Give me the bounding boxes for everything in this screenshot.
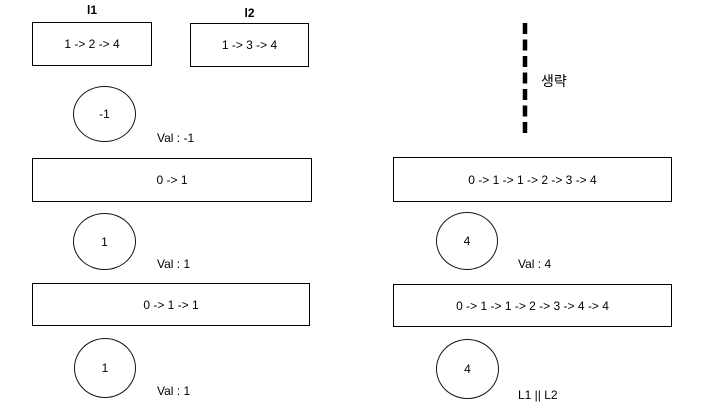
list-l1-box: 1 -> 2 -> 4: [32, 22, 152, 66]
step1-node-value: 1: [101, 234, 108, 249]
step4-result-values: 0 -> 1 -> 1 -> 2 -> 3 -> 4 -> 4: [456, 298, 609, 313]
step4-node-circle: 4: [436, 339, 499, 399]
head-val-line: Val : -1: [157, 131, 195, 145]
omitted-label: 생략: [541, 73, 567, 89]
step3-val-line: Val : 4: [518, 257, 552, 271]
step2-annotation: Val : 1 Next : l2.next [ 3 -> 4 ]: [157, 349, 275, 405]
step4-caption: L1 || L2: [518, 388, 558, 402]
step2-result-values: 0 -> 1 -> 1: [143, 297, 199, 312]
step1-result-values: 0 -> 1: [156, 173, 188, 187]
step1-val-line: Val : 1: [157, 257, 191, 271]
step1-node-circle: 1: [73, 213, 136, 270]
step2-node-value: 1: [101, 361, 109, 375]
list-l1-label: l1: [86, 3, 97, 17]
step2-node-circle: 1: [74, 338, 136, 398]
step3-node-circle: 4: [436, 212, 498, 270]
head-node-circle: -1: [73, 86, 136, 142]
list-l1-values: 1 -> 2 -> 4: [64, 37, 120, 51]
step2-result-box: 0 -> 1 -> 1: [32, 283, 310, 326]
step3-result-values: 0 -> 1 -> 1 -> 2 -> 3 -> 4: [468, 172, 597, 187]
list-l2-values: 1 -> 3 -> 4: [221, 38, 278, 52]
step2-val-line: Val : 1: [157, 384, 191, 398]
step4-result-box: 0 -> 1 -> 1 -> 2 -> 3 -> 4 -> 4: [393, 284, 672, 327]
step3-result-box: 0 -> 1 -> 1 -> 2 -> 3 -> 4: [393, 157, 672, 202]
list-l2-label: l2: [244, 6, 255, 20]
step4-annotation: L1 || L2: [518, 353, 558, 405]
step4-node-value: 4: [464, 362, 471, 376]
step1-result-box: 0 -> 1: [32, 158, 312, 202]
head-node-value: -1: [99, 107, 110, 121]
step3-node-value: 4: [463, 234, 471, 248]
list-l2-box: 1 -> 3 -> 4: [190, 23, 309, 67]
omitted-steps-dashed-line: [522, 23, 528, 133]
